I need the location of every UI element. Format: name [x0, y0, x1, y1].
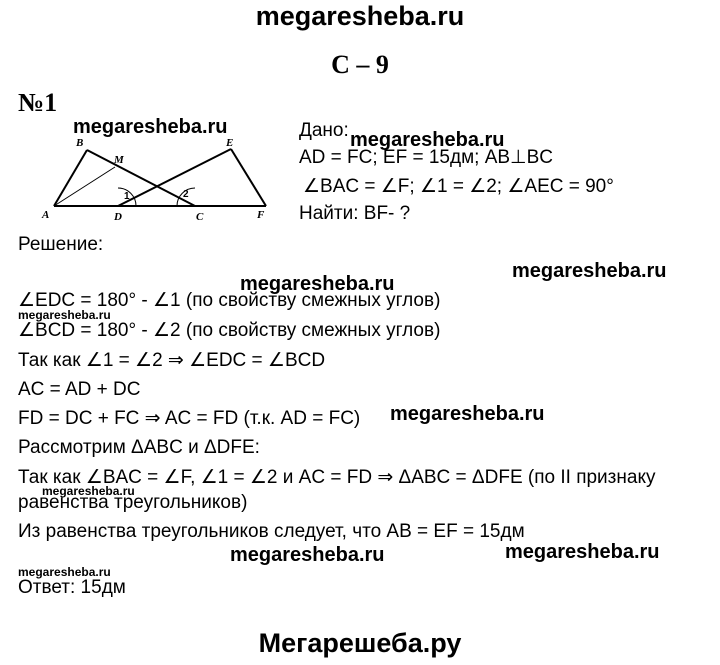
given-line: AD = FC; EF = 15дм; AB⊥BC [299, 147, 553, 168]
solution-line: Так как ∠1 = ∠2 ⇒ ∠EDC = ∠BCD [18, 350, 326, 371]
solution-line: ∠EDC = 180° - ∠1 (по свойству смежных уг… [18, 290, 441, 311]
label-a: A [41, 209, 49, 221]
solution-line: Рассмотрим ΔABC и ΔDFE: [18, 437, 260, 458]
footer-site: Мегарешеба.ру [258, 628, 462, 658]
watermark-small: megaresheba.ru [42, 484, 135, 498]
watermark: megaresheba.ru [73, 116, 228, 138]
section-title: C – 9 [331, 50, 389, 79]
watermark: megaresheba.ru [230, 544, 385, 566]
label-f: F [256, 209, 265, 221]
segment-am [53, 166, 116, 207]
site-title: megaresheba.ru [255, 1, 465, 31]
angle-1-arc [117, 187, 137, 207]
answer-line: Ответ: 15дм [18, 577, 126, 598]
watermark: megaresheba.ru [505, 541, 660, 563]
watermark: megaresheba.ru [390, 403, 545, 425]
solution-line: Из равенства треугольников следует, что … [18, 521, 525, 542]
watermark: megaresheba.ru [240, 273, 395, 295]
watermark: megaresheba.ru [512, 260, 667, 282]
watermark: megaresheba.ru [350, 129, 505, 151]
solution-line: Так как ∠BAC = ∠F, ∠1 = ∠2 и AC = FD ⇒ Δ… [18, 467, 656, 488]
find-line: Найти: BF- ? [299, 203, 411, 224]
solution-line: FD = DC + FC ⇒ AC = FD (т.к. AD = FC) [18, 408, 361, 429]
segment-de [117, 148, 232, 207]
segment-ab [53, 149, 88, 207]
solution-line: ∠BCD = 180° - ∠2 (по свойству смежных уг… [18, 320, 441, 341]
label-d: D [113, 211, 122, 223]
watermark-small: megaresheba.ru [18, 565, 111, 579]
label-m: M [113, 154, 125, 166]
watermark-small: megaresheba.ru [18, 308, 111, 322]
label-angle-1: 1 [124, 191, 130, 202]
given-label: Дано: [299, 120, 349, 141]
segment-bc [86, 149, 196, 207]
solution-line: AC = AD + DC [18, 379, 141, 400]
segment-ef [230, 148, 267, 207]
solution-heading: Решение: [18, 234, 104, 255]
problem-number: №1 [18, 88, 58, 117]
geometry-figure: A B M E D C F 1 2 [41, 137, 267, 223]
label-b: B [75, 137, 83, 149]
solution-line: равенства треугольников) [18, 492, 248, 513]
given-line: ∠BAC = ∠F; ∠1 = ∠2; ∠AEC = 90° [303, 176, 614, 197]
label-c: C [196, 211, 204, 223]
angle-2-arc [176, 187, 196, 207]
label-angle-2: 2 [183, 189, 189, 200]
label-e: E [225, 137, 233, 149]
